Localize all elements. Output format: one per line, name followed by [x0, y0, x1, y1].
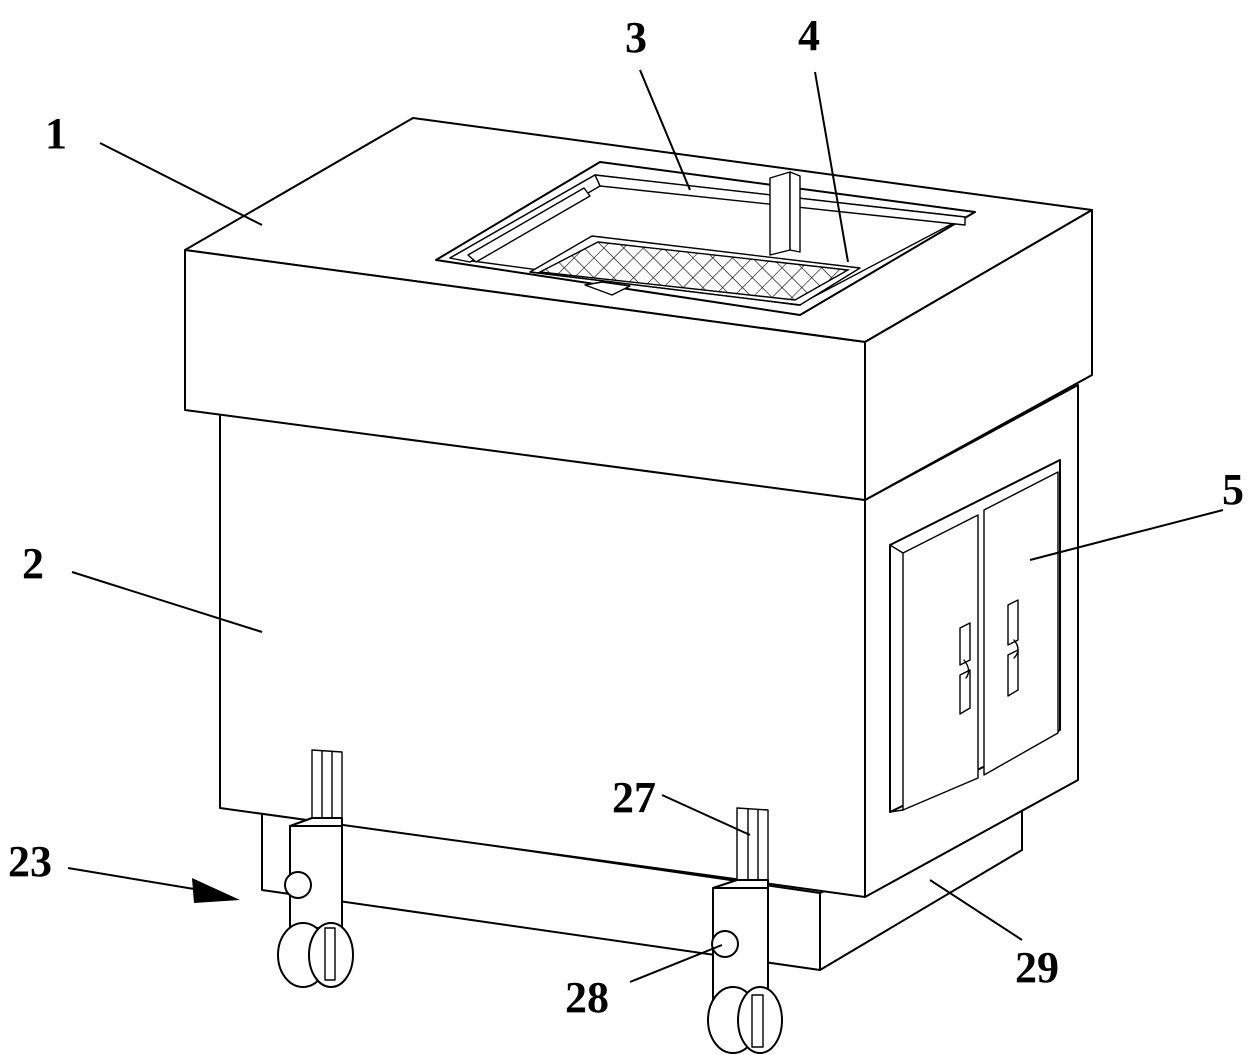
leader-4 — [814, 71, 849, 263]
label-28: 28 — [565, 973, 609, 1022]
label-29: 29 — [1015, 943, 1059, 992]
locking-knob-left — [284, 871, 312, 899]
leader-5 — [1029, 509, 1224, 561]
label-4: 4 — [798, 11, 820, 60]
mesh-tray — [529, 235, 861, 306]
label-2: 2 — [22, 539, 44, 588]
label-3: 3 — [625, 13, 647, 62]
label-23: 23 — [8, 837, 52, 886]
leader-29 — [929, 879, 1023, 941]
leader-23 — [67, 867, 201, 891]
caster-right — [707, 807, 783, 1054]
leader-1 — [99, 142, 263, 226]
label-1: 1 — [45, 109, 67, 158]
slide-rail — [736, 807, 769, 886]
leader-lines — [67, 69, 1224, 983]
label-5: 5 — [1222, 465, 1244, 514]
top-opening — [435, 161, 976, 316]
leader-2 — [71, 571, 263, 633]
locking-knob-right — [711, 930, 739, 958]
door-handle-left — [959, 622, 971, 715]
leader-28 — [629, 944, 723, 983]
caster-left — [277, 749, 354, 988]
arrow-23 — [192, 878, 240, 903]
reference-numerals: 1 2 3 4 5 23 27 28 29 — [8, 11, 1244, 1022]
leader-27 — [661, 794, 751, 836]
label-27: 27 — [612, 773, 656, 822]
side-door-panel — [889, 459, 1061, 813]
door-handle-right — [1007, 599, 1019, 697]
leader-3 — [639, 69, 691, 191]
